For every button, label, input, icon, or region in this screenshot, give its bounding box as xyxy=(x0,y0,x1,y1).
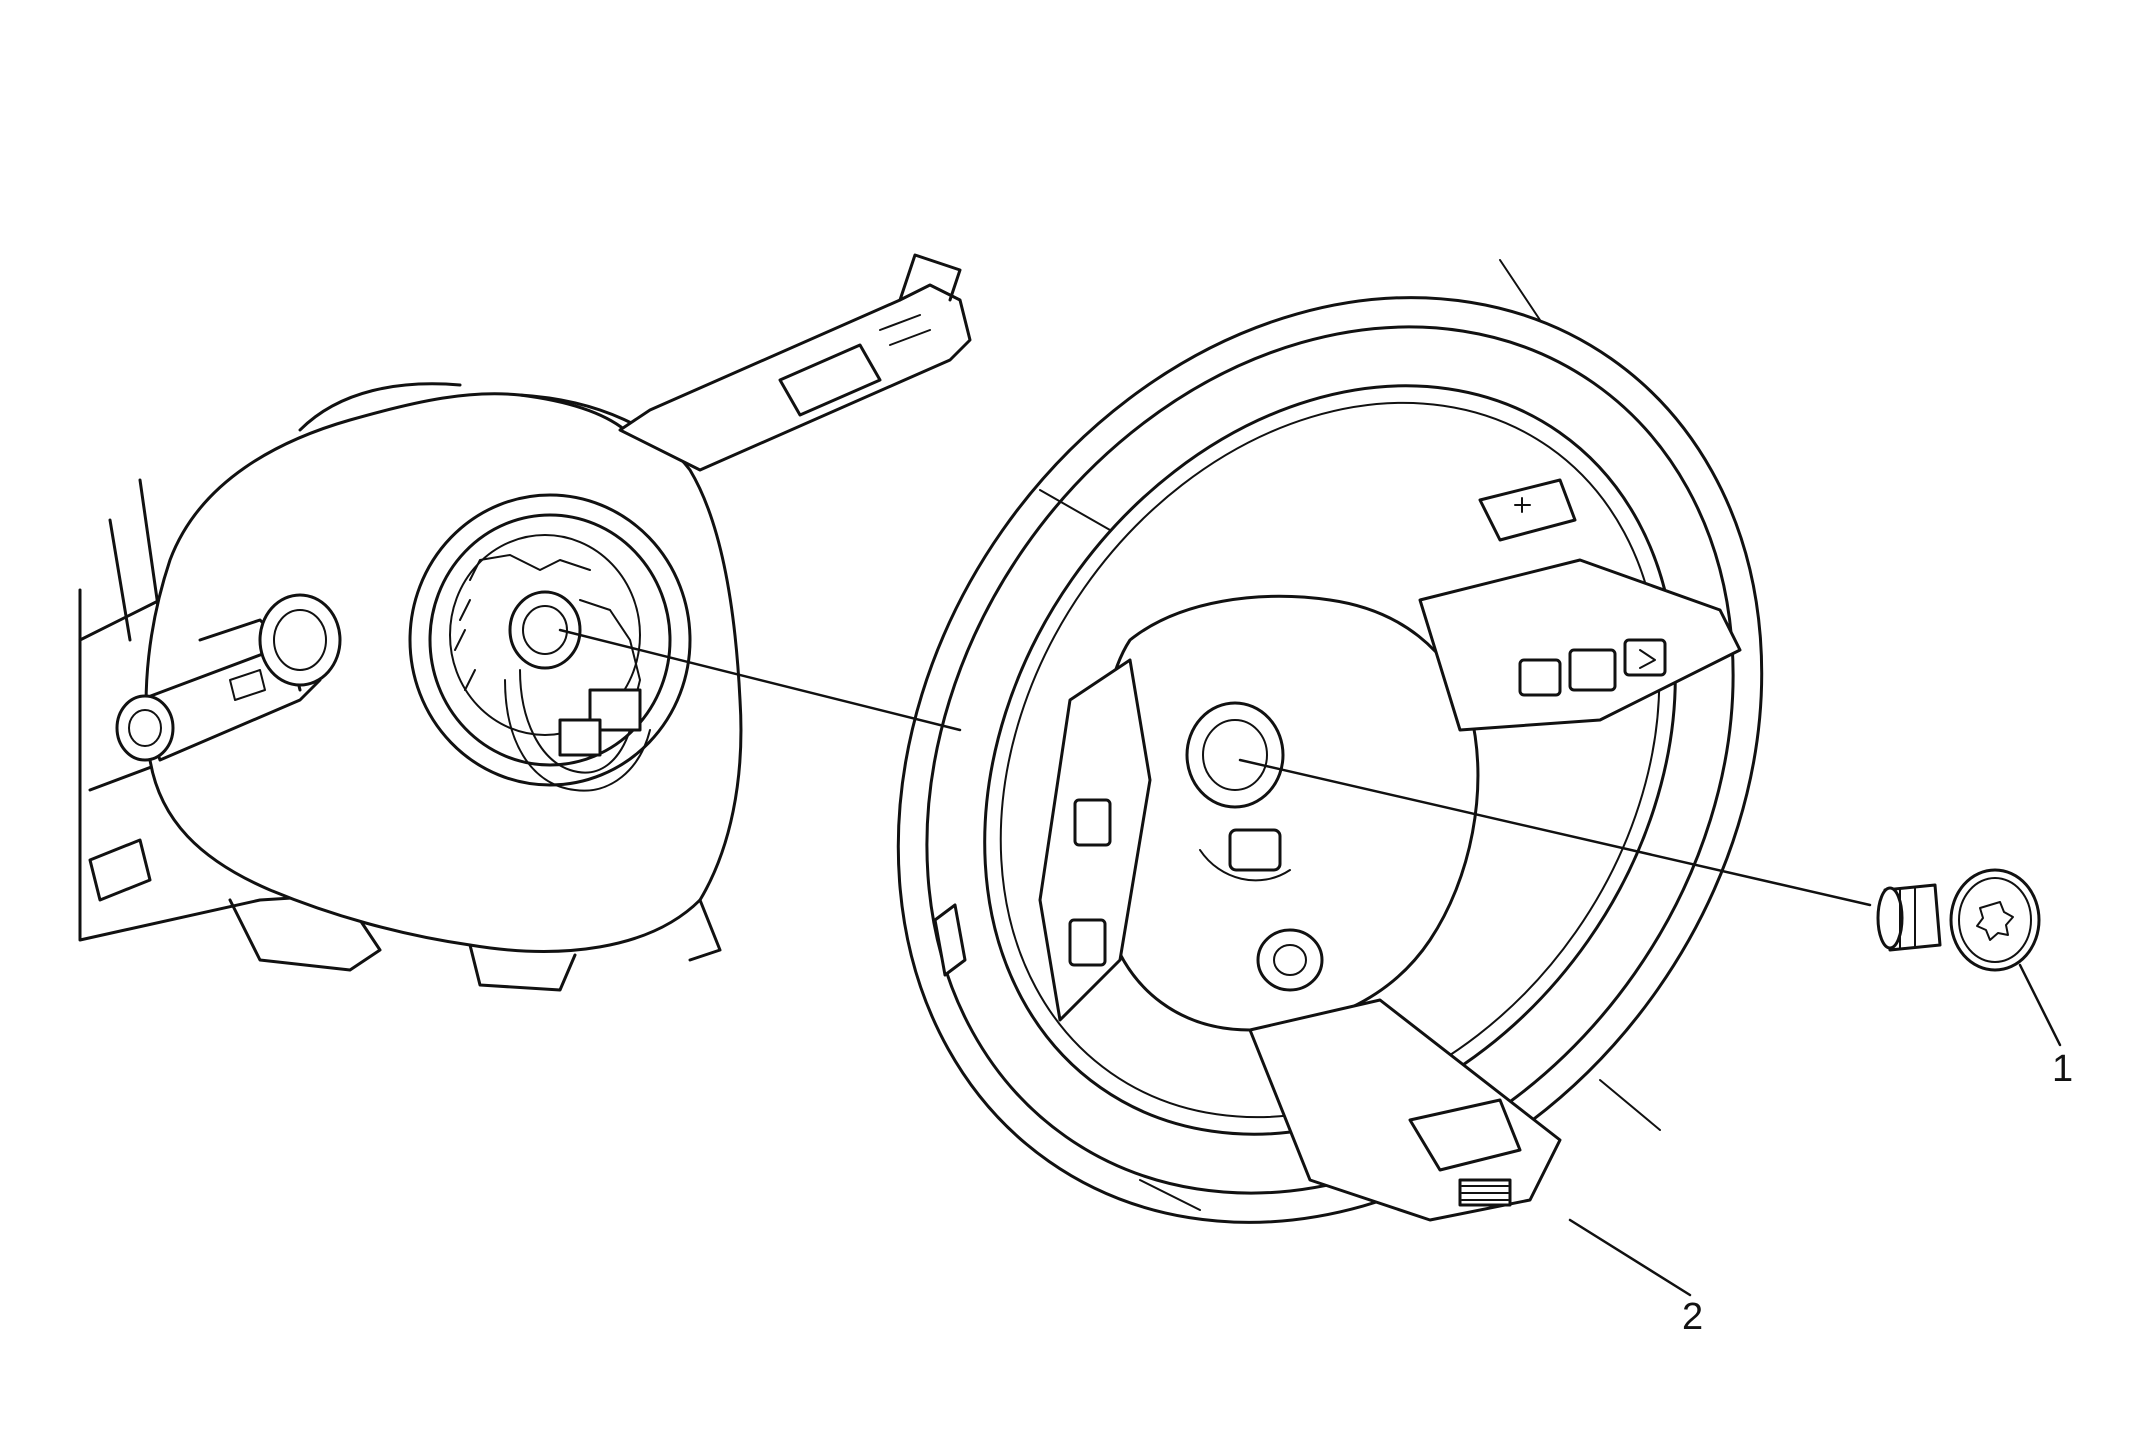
steering-column-assembly xyxy=(78,253,972,992)
column-to-wheel-centerline xyxy=(558,628,962,732)
callout-1-leader xyxy=(2018,963,2062,1047)
steering-wheel xyxy=(896,259,1764,1224)
wheel-to-bolt-centerline xyxy=(1238,758,1872,907)
callout-2-leader xyxy=(1568,1218,1692,1297)
callout-label-2: 2 xyxy=(1682,1296,1704,1338)
steering-wheel-bolt xyxy=(1876,868,2041,972)
callout-label-1: 1 xyxy=(2052,1048,2074,1090)
